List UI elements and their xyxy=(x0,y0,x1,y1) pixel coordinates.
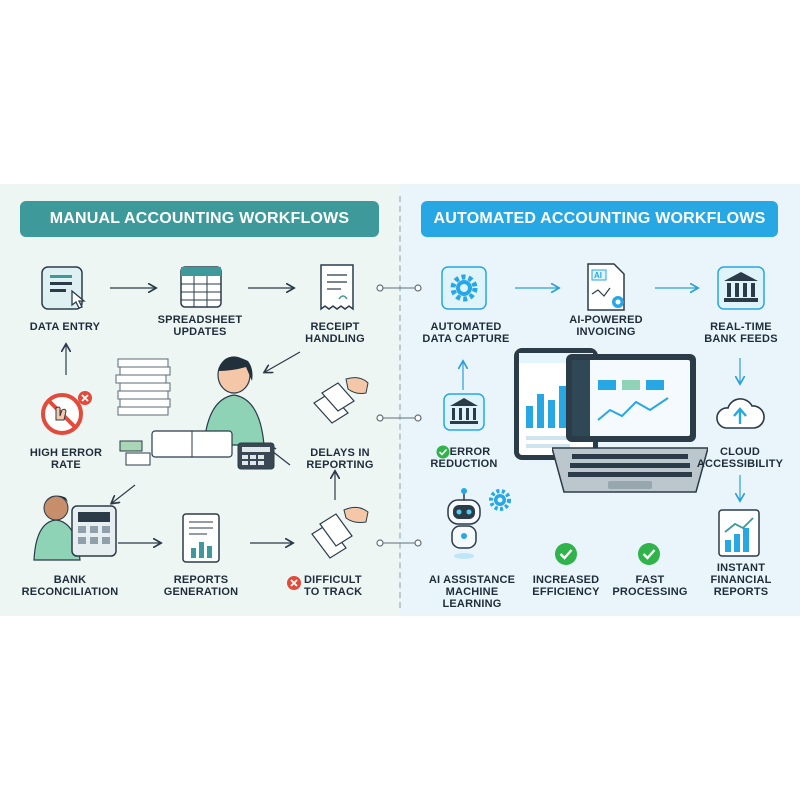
automated-header: AUTOMATED ACCOUNTING WORKFLOWS xyxy=(421,201,778,237)
svg-text:AI: AI xyxy=(594,271,602,280)
x-icon xyxy=(286,575,302,591)
papers-hand-icon xyxy=(308,500,370,562)
robot-icon xyxy=(440,486,516,562)
laptop-dashboard-icon xyxy=(551,352,709,504)
calculator-person-icon xyxy=(32,492,122,562)
report-doc-icon xyxy=(717,508,761,558)
bank-icon xyxy=(716,265,766,311)
ai-invoice-icon: AI xyxy=(584,262,628,312)
check-icon xyxy=(637,542,661,566)
no-touch-icon xyxy=(36,388,96,436)
gear-icon xyxy=(440,265,488,311)
data-entry-label: DATA ENTRY xyxy=(29,321,101,333)
accountant-person-icon xyxy=(112,345,284,475)
papers-hand-icon xyxy=(310,375,370,425)
receipt-icon xyxy=(315,263,359,313)
panel-divider xyxy=(399,196,401,608)
check-icon xyxy=(436,445,450,459)
manual-header: MANUAL ACCOUNTING WORKFLOWS xyxy=(20,201,379,237)
data-entry-icon xyxy=(40,265,92,313)
cloud-upload-icon xyxy=(714,392,766,436)
bank-icon xyxy=(442,392,486,432)
check-icon xyxy=(554,542,578,566)
spreadsheet-icon xyxy=(179,265,223,309)
report-doc-icon xyxy=(181,512,221,564)
